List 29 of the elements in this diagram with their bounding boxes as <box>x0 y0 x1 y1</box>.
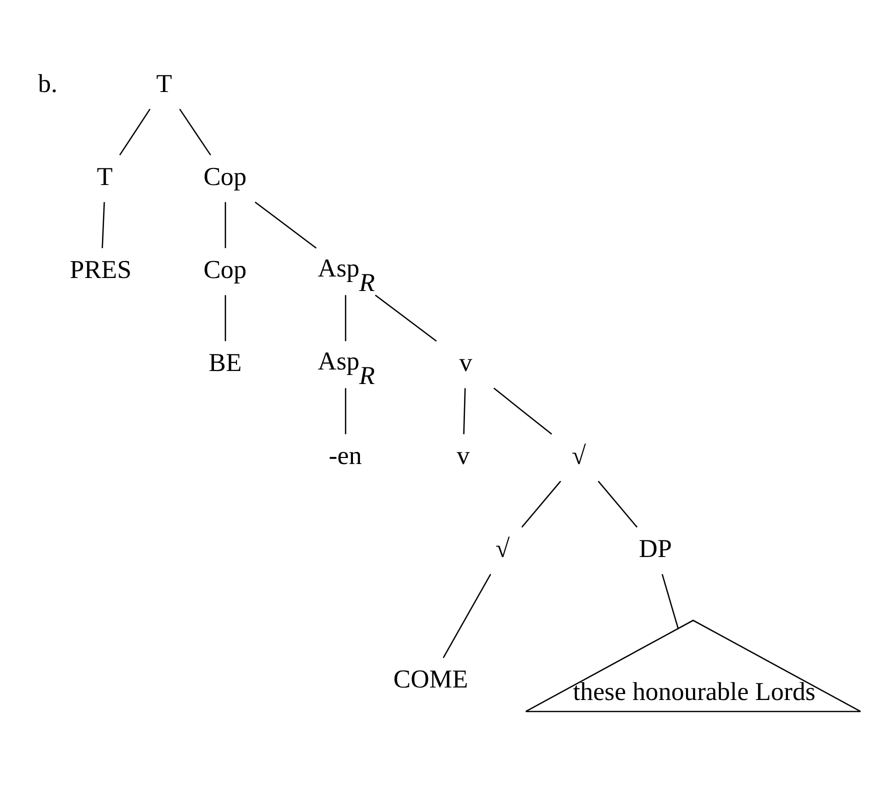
label: b. <box>38 68 58 98</box>
connector <box>662 573 679 628</box>
connector <box>119 108 151 155</box>
node-text: Cop <box>203 254 247 284</box>
connector <box>224 294 226 341</box>
node-text: PRES <box>70 254 132 284</box>
connector <box>598 480 638 528</box>
connector <box>374 294 437 342</box>
node-text: √ <box>495 534 510 563</box>
connector <box>254 201 317 248</box>
node-text: v <box>459 347 472 376</box>
connector <box>344 388 346 434</box>
connector <box>102 202 105 248</box>
connector <box>179 108 212 155</box>
node-text: Cop <box>203 161 247 190</box>
connector <box>463 388 466 434</box>
connector <box>493 387 552 434</box>
node-text: DP <box>638 534 672 563</box>
node-text: -en <box>328 440 362 470</box>
node-text: BE <box>208 347 242 376</box>
connector <box>344 294 346 341</box>
node-text: √ <box>572 440 586 470</box>
connector <box>521 480 562 528</box>
node-text: T <box>96 161 113 190</box>
node-text: COME <box>393 664 468 694</box>
connector <box>442 573 492 658</box>
node-text: T <box>156 68 172 98</box>
connector <box>224 202 226 248</box>
node-text: v <box>456 440 470 470</box>
